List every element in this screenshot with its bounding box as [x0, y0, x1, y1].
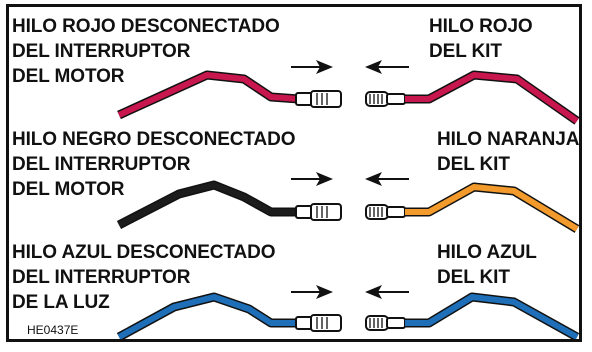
figure-id: HE0437E — [27, 323, 79, 337]
row1-left-label: HILO ROJO DESCONECTADO DEL INTERRUPTOR D… — [12, 14, 280, 89]
row2-right-label: HILO NARANJA DEL KIT — [437, 127, 579, 177]
row2-right-connector — [365, 204, 406, 220]
row3-right-arrow — [291, 285, 333, 299]
row1-right-line2: DEL KIT — [429, 41, 502, 62]
row3-right-line1: HILO AZUL — [437, 242, 537, 263]
row1-left-wire — [117, 70, 300, 120]
row2-right-arrow — [291, 172, 333, 186]
row3-right-connector — [365, 315, 406, 331]
row3-left-arrow — [365, 285, 409, 299]
row2-left-arrow — [365, 172, 409, 186]
row3-left-line2: DEL INTERRUPTOR — [12, 267, 191, 288]
wiring-diagram — [116, 60, 579, 339]
row1-right-arrow — [291, 60, 333, 74]
diagram-frame: HILO ROJO DESCONECTADO DEL INTERRUPTOR D… — [6, 4, 582, 342]
row1-left-line3: DEL MOTOR — [12, 66, 125, 87]
row2-left-line1: HILO NEGRO DESCONECTADO — [12, 129, 296, 150]
row3-right-label: HILO AZUL DEL KIT — [437, 240, 537, 290]
row2-right-line1: HILO NARANJA — [437, 129, 580, 150]
row1-left-arrow — [365, 60, 409, 74]
row2-left-line3: DEL MOTOR — [12, 179, 125, 200]
row1-left-line2: DEL INTERRUPTOR — [12, 41, 191, 62]
row3-left-connector — [295, 314, 342, 332]
row1-right-wire — [405, 70, 579, 125]
row2-right-line2: DEL KIT — [437, 154, 510, 175]
row2-left-wire — [116, 180, 299, 229]
row2-left-connector — [295, 203, 342, 221]
row2-left-label: HILO NEGRO DESCONECTADO DEL INTERRUPTOR … — [12, 127, 296, 202]
row3-right-wire — [405, 292, 579, 339]
row1-right-connector — [365, 91, 406, 107]
row3-left-line1: HILO AZUL DESCONECTADO — [12, 242, 276, 263]
row1-left-connector — [295, 90, 342, 108]
row3-left-line3: DE LA LUZ — [12, 292, 110, 313]
row2-left-line2: DEL INTERRUPTOR — [12, 154, 191, 175]
row1-right-line1: HILO ROJO — [429, 16, 533, 37]
row3-left-label: HILO AZUL DESCONECTADO DEL INTERRUPTOR D… — [12, 240, 276, 315]
row1-left-line1: HILO ROJO DESCONECTADO — [12, 16, 280, 37]
row2-right-wire — [405, 182, 579, 233]
row3-left-wire — [116, 292, 299, 339]
row1-right-label: HILO ROJO DEL KIT — [429, 14, 533, 64]
row3-right-line2: DEL KIT — [437, 267, 510, 288]
